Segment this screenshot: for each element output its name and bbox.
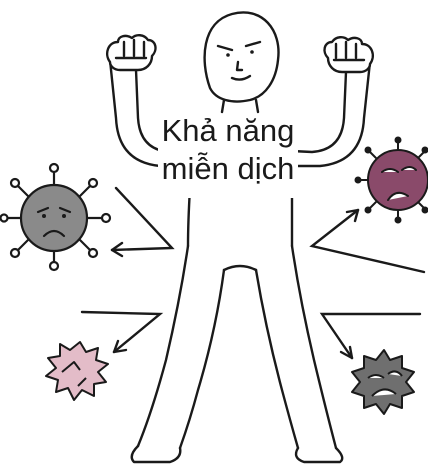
virus-dark-icon: [352, 350, 414, 414]
caption-line-1: Khả năng: [148, 112, 308, 150]
deflect-arrow-icon: [82, 188, 424, 358]
immunity-caption: Khả năng miễn dịch: [148, 112, 308, 188]
person-flexing-icon: [107, 12, 373, 462]
virus-gray-icon: [1, 164, 111, 270]
virus-pink-icon: [46, 342, 108, 400]
virus-purple-icon: [356, 138, 428, 223]
caption-line-2: miễn dịch: [148, 150, 308, 188]
